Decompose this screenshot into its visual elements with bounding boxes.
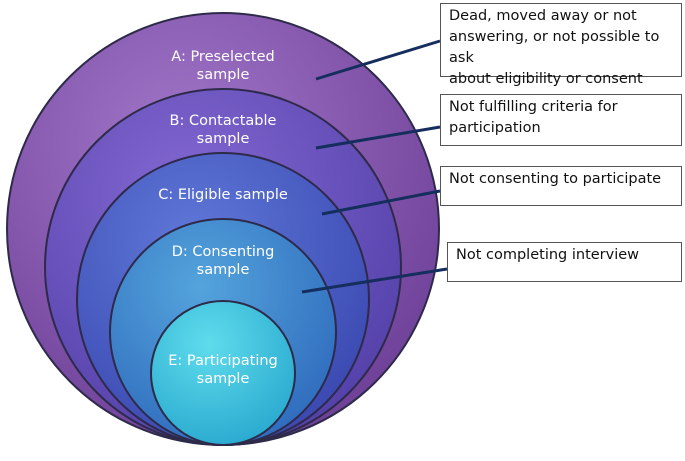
callout-box-a: Dead, moved away or not answering, or no… [440,3,682,87]
ring-label-d: D: Consenting sample [143,243,303,279]
callout-b-line1: Not fulfilling criteria for [449,99,618,115]
ring-label-b: B: Contactable sample [143,112,303,148]
ring-label-e-line2: sample [196,371,250,387]
ring-label-d-line2: sample [196,262,250,278]
leader-line-d [301,267,448,294]
leader-line-a [315,39,441,81]
callout-a-line2: answering, or not possible to ask [449,29,660,66]
callout-a-line1: Dead, moved away or not [449,8,637,24]
ring-label-a-line1: A: Preselected [171,49,275,65]
leader-line-b [315,125,441,150]
callout-a-line3: about eligibility or consent [449,71,643,87]
ring-label-c: C: Eligible sample [138,186,308,204]
ring-label-a-line2: sample [196,67,250,83]
ring-label-b-line1: B: Contactable [169,113,277,129]
ring-label-a: A: Preselected sample [143,48,303,84]
ring-e-participating [150,300,296,446]
callout-d-line1: Not completing interview [456,247,640,263]
ring-label-e: E: Participating sample [143,352,303,388]
callout-box-c: Not consenting to participate [440,166,682,206]
ring-label-c-line1: C: Eligible sample [158,187,288,203]
callout-box-b: Not fulfilling criteria for participatio… [440,94,682,146]
callout-box-d: Not completing interview [447,242,682,282]
callout-c-line1: Not consenting to participate [449,171,662,187]
ring-label-e-line1: E: Participating [168,353,278,369]
callout-b-line2: participation [449,120,541,136]
leader-line-c [321,189,441,216]
ring-label-d-line1: D: Consenting [171,244,275,260]
ring-label-b-line2: sample [196,131,250,147]
